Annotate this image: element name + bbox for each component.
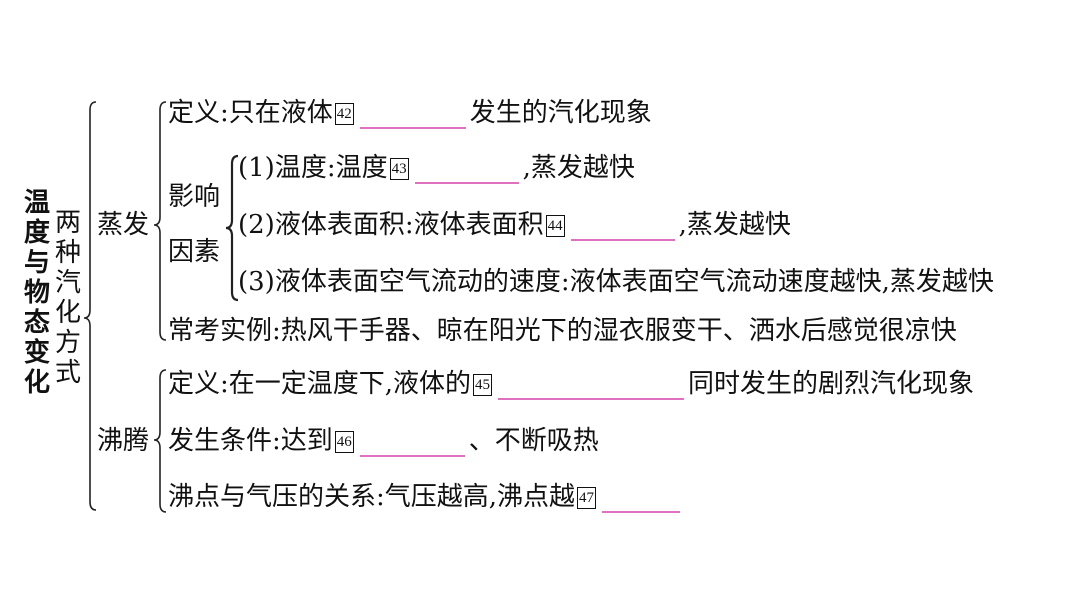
question-number: 45 (473, 374, 493, 396)
evaporation-bracket (153, 101, 167, 341)
question-number: 46 (334, 431, 354, 453)
main-title: 温度与物态变化 (23, 188, 50, 398)
answer-blank[interactable] (359, 429, 465, 457)
boiling-bracket (153, 369, 167, 513)
boiling-label: 沸腾 (97, 426, 150, 456)
question-number: 43 (389, 158, 409, 180)
evaporation-label: 蒸发 (97, 210, 150, 240)
evaporation-examples: 常考实例:热风干手器、晾在阳光下的湿衣服变干、洒水后感觉很凉快 (168, 316, 957, 346)
text: 发生条件:达到 (168, 426, 333, 456)
answer-blank[interactable] (359, 101, 466, 129)
question-number: 42 (334, 103, 354, 125)
text: 定义:在一定温度下,液体的 (168, 369, 472, 399)
text: 、不断吸热 (468, 426, 599, 456)
question-number: 47 (577, 487, 597, 509)
text: 同时发生的剧烈汽化现象 (688, 369, 975, 399)
text: 发生的汽化现象 (469, 98, 652, 128)
text: 沸点与气压的关系:气压越高,沸点越 (168, 482, 576, 512)
answer-blank[interactable] (602, 485, 681, 513)
text: ,蒸发越快 (522, 153, 635, 183)
answer-blank[interactable] (498, 372, 685, 400)
text: (1)温度:温度 (238, 153, 388, 183)
factors-label-2: 因素 (168, 237, 221, 267)
answer-blank[interactable] (570, 213, 675, 241)
text: (2)液体表面积:液体表面积 (238, 210, 544, 240)
answer-blank[interactable] (414, 156, 519, 184)
outer-bracket (83, 101, 97, 511)
subtitle: 两种汽化方式 (54, 208, 81, 388)
text: 定义:只在液体 (168, 98, 333, 128)
question-number: 44 (545, 215, 565, 237)
factors-label-1: 影响 (168, 182, 221, 212)
factors-bracket (225, 154, 239, 302)
text: ,蒸发越快 (678, 210, 791, 240)
factor-air-flow: (3)液体表面空气流动的速度:液体表面空气流动速度越快,蒸发越快 (238, 267, 994, 297)
